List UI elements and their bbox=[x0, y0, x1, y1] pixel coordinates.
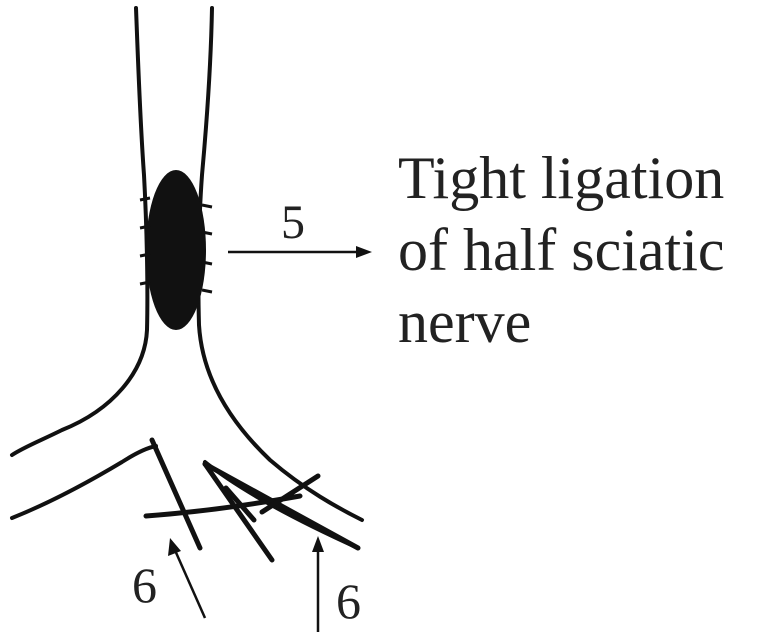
label-5: 5 bbox=[281, 196, 305, 249]
nerve-trunk-right-outline bbox=[198, 8, 362, 520]
branch-stroke-e bbox=[262, 476, 318, 512]
label-6-right: 6 bbox=[336, 573, 361, 629]
ligation-label-line1: Tight ligation bbox=[398, 145, 724, 211]
ligation-label-line3: nerve bbox=[398, 289, 531, 355]
nerve-lower-left-branch bbox=[12, 446, 156, 518]
nerve-trunk-left-outline bbox=[12, 8, 147, 455]
ligation-label-line2: of half sciatic bbox=[398, 217, 725, 283]
branch-stroke-a bbox=[152, 440, 200, 548]
arrow-6-right bbox=[312, 536, 324, 632]
label-6-left: 6 bbox=[132, 557, 157, 613]
ligation-knot bbox=[146, 170, 206, 330]
